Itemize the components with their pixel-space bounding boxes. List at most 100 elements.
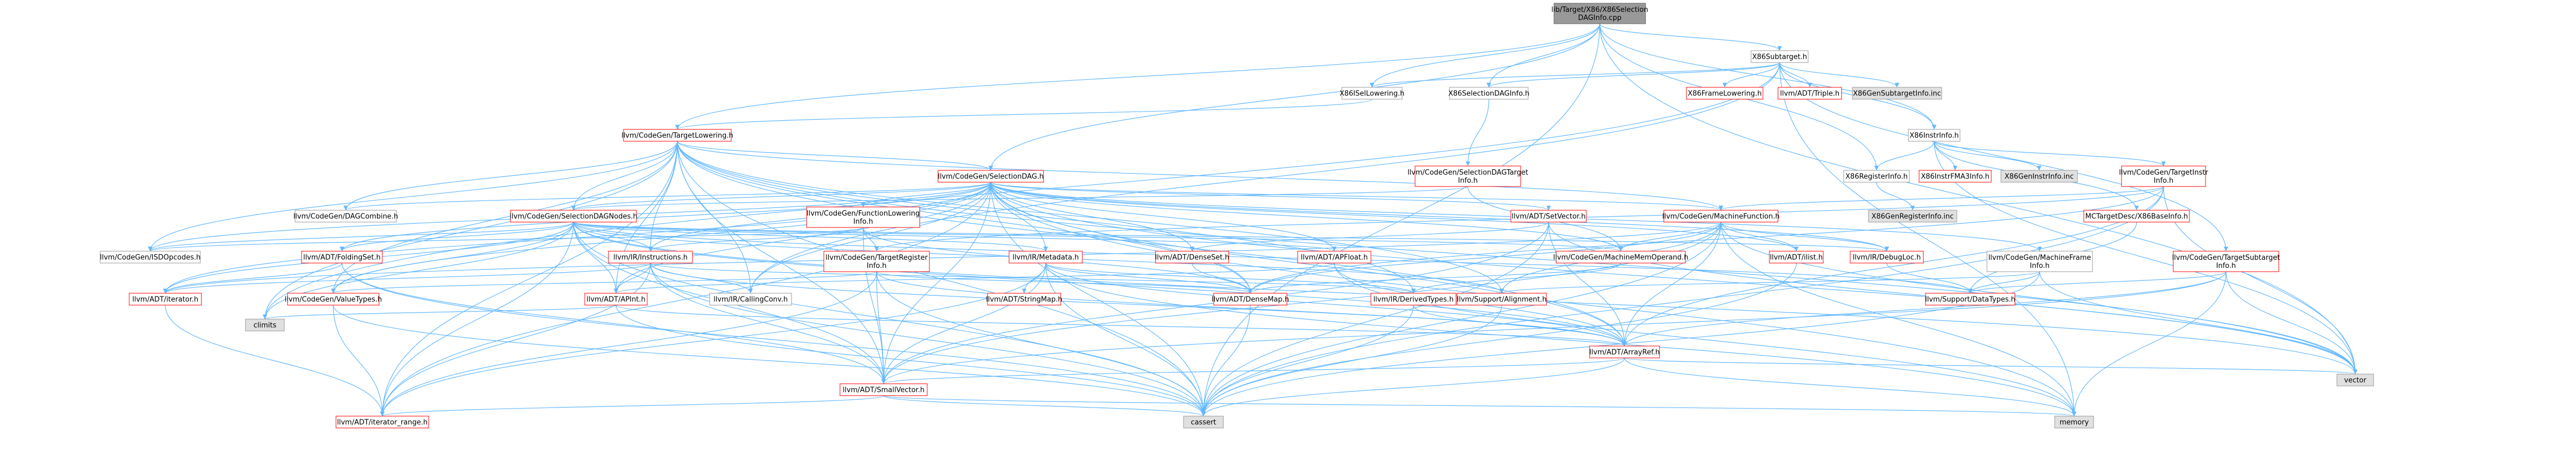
node-SetVector[interactable]: llvm/ADT/SetVector.h xyxy=(1510,210,1587,223)
node-Metadata[interactable]: llvm/IR/Metadata.h xyxy=(1009,251,1083,264)
edge-TargetRegisterInfo-to-ValueTypes xyxy=(331,271,877,294)
node-label-FunctionLowering: llvm/CodeGen/FunctionLowering xyxy=(807,210,920,218)
node-X86Subtarget[interactable]: X86Subtarget.h xyxy=(1751,50,1809,63)
node-TargetLowering[interactable]: llvm/CodeGen/TargetLowering.h xyxy=(621,129,733,142)
node-DebugLoc[interactable]: llvm/IR/DebugLoc.h xyxy=(1850,251,1924,264)
edge-DenseSet-to-DenseMap xyxy=(1192,263,1253,294)
edge-MachineFunction-to-DenseMap xyxy=(1248,222,1721,294)
node-box-SelectionDAGNodes xyxy=(510,210,637,223)
edge-X86Subtarget-to-X86ISelLowering xyxy=(1370,62,1780,88)
edge-TargetLowering-to-Alignment xyxy=(677,141,1504,294)
edge-MachineFrameInfo-to-Alignment xyxy=(1500,271,2040,294)
edge-SelectionDAGNodes-to-APFloat xyxy=(573,222,1336,252)
node-X86ISelLowering[interactable]: X86ISelLowering.h xyxy=(1340,87,1405,100)
node-box-X86GenRegisterInfo xyxy=(1868,210,1957,223)
node-box-root xyxy=(1553,3,1646,24)
node-ISDOpcodes[interactable]: llvm/CodeGen/ISDOpcodes.h xyxy=(100,251,201,264)
node-X86RegisterInfo[interactable]: X86RegisterInfo.h xyxy=(1843,170,1910,183)
edge-FoldingSet-to-iterator xyxy=(163,263,342,294)
node-box-vector xyxy=(2336,374,2374,386)
edge-TargetSubtarget-to-vector xyxy=(2225,271,2358,375)
edge-SelectionDAG-to-FunctionLowering xyxy=(860,182,991,208)
node-box-SelectionDAGTargetInfo xyxy=(1415,165,1521,187)
node-ValueTypes[interactable]: llvm/CodeGen/ValueTypes.h xyxy=(285,293,382,306)
node-ilist[interactable]: llvm/ADT/ilist.h xyxy=(1769,251,1824,264)
node-DenseMap[interactable]: llvm/ADT/DenseMap.h xyxy=(1212,293,1289,306)
node-label-X86FrameLowering: X86FrameLowering.h xyxy=(1688,90,1761,98)
node-FoldingSet[interactable]: llvm/ADT/FoldingSet.h xyxy=(301,251,383,264)
node-box-Metadata xyxy=(1009,251,1083,264)
node-X86SelectionDAGInfo[interactable]: X86SelectionDAGInfo.h xyxy=(1448,87,1530,100)
graph-edges xyxy=(148,23,2358,417)
edge-SmallVector-to-memory xyxy=(883,395,2076,417)
edge-Metadata-to-ArrayRef xyxy=(1045,263,1627,347)
edge-X86InstrInfo-to-TargetInstrInfo xyxy=(1934,141,2166,167)
node-label-ValueTypes: llvm/CodeGen/ValueTypes.h xyxy=(285,296,382,304)
node-Triple[interactable]: llvm/ADT/Triple.h xyxy=(1777,87,1842,100)
edge-SelectionDAGTargetInfo-to-SelectionDAGNodes xyxy=(571,186,1468,211)
node-label-SelectionDAGTargetInfo: llvm/CodeGen/SelectionDAGTarget xyxy=(1408,169,1528,177)
node-iterator_range[interactable]: llvm/ADT/iterator_range.h xyxy=(335,416,429,429)
node-box-DenseMap xyxy=(1213,293,1287,306)
node-APFloat[interactable]: llvm/ADT/APFloat.h xyxy=(1297,251,1371,264)
edge-SetVector-to-DenseSet xyxy=(1190,222,1549,252)
node-label-MCTargetDesc: MCTargetDesc/X86BaseInfo.h xyxy=(2085,213,2188,221)
node-StringMap[interactable]: llvm/ADT/StringMap.h xyxy=(986,293,1062,306)
edge-SetVector-to-cassert xyxy=(1201,222,1549,417)
node-label-X86Subtarget: X86Subtarget.h xyxy=(1752,53,1807,61)
node-X86InstrFMA3Info[interactable]: X86InstrFMA3Info.h xyxy=(1919,170,1992,183)
node-ArrayRef[interactable]: llvm/ADT/ArrayRef.h xyxy=(1589,346,1660,358)
node-SelectionDAGNodes[interactable]: llvm/CodeGen/SelectionDAGNodes.h xyxy=(509,210,638,223)
node-box-X86SelectionDAGInfo xyxy=(1449,87,1529,100)
edge-TargetRegisterInfo-to-iterator_range xyxy=(380,271,877,417)
node-label-SelectionDAG: llvm/CodeGen/SelectionDAG.h xyxy=(938,173,1044,181)
node-APInt[interactable]: llvm/ADT/APInt.h xyxy=(584,293,648,306)
node-Instructions[interactable]: llvm/IR/Instructions.h xyxy=(608,251,693,264)
node-label-TargetSubtarget: Info.h xyxy=(2216,262,2236,270)
node-label-MachineFrameInfo: Info.h xyxy=(2030,262,2050,270)
node-label-iterator_range: llvm/ADT/iterator_range.h xyxy=(337,419,428,427)
node-X86InstrInfo[interactable]: X86InstrInfo.h xyxy=(1908,129,1961,142)
edge-root-to-X86InstrInfo xyxy=(1599,23,1937,130)
node-iterator[interactable]: llvm/ADT/iterator.h xyxy=(129,293,202,306)
node-MachineFunction[interactable]: llvm/CodeGen/MachineFunction.h xyxy=(1662,210,1780,223)
node-label-DebugLoc: llvm/IR/DebugLoc.h xyxy=(1853,254,1921,262)
node-MachineMemOperand[interactable]: llvm/CodeGen/MachineMemOperand.h xyxy=(1553,251,1689,264)
edge-root-to-SelectionDAG xyxy=(988,23,1600,171)
node-DenseSet[interactable]: llvm/ADT/DenseSet.h xyxy=(1155,251,1229,264)
node-SmallVector[interactable]: llvm/ADT/SmallVector.h xyxy=(839,383,928,396)
edge-TargetSubtarget-to-SmallVector xyxy=(881,271,2227,384)
edge-SelectionDAG-to-DAGCombine xyxy=(344,182,991,211)
node-label-APInt: llvm/ADT/APInt.h xyxy=(586,296,645,304)
node-label-TargetSubtarget: llvm/CodeGen/TargetSubtarget xyxy=(2172,254,2280,262)
node-Alignment[interactable]: llvm/Support/Alignment.h xyxy=(1457,293,1547,306)
node-box-FoldingSet xyxy=(301,251,383,264)
edge-APInt-to-climits xyxy=(263,305,617,320)
edge-X86RegisterInfo-to-X86GenRegisterInfo xyxy=(1876,182,1915,211)
node-DataTypes[interactable]: llvm/Support/DataTypes.h xyxy=(1925,293,2015,306)
node-box-X86RegisterInfo xyxy=(1843,170,1910,183)
edge-SmallVector-to-cassert xyxy=(883,395,1206,417)
edge-X86Subtarget-to-TargetSubtarget xyxy=(1779,62,2229,252)
edge-SelectionDAGNodes-to-DataTypes xyxy=(573,222,1972,294)
node-MCTargetDesc[interactable]: MCTargetDesc/X86BaseInfo.h xyxy=(2083,210,2190,223)
node-X86FrameLowering[interactable]: X86FrameLowering.h xyxy=(1686,87,1763,100)
node-label-Triple: llvm/ADT/Triple.h xyxy=(1780,90,1839,98)
edge-iterator-to-iterator_range xyxy=(165,305,385,417)
node-SelectionDAG[interactable]: llvm/CodeGen/SelectionDAG.h xyxy=(937,170,1044,183)
node-box-ArrayRef xyxy=(1589,346,1660,358)
edge-X86Subtarget-to-X86SelectionDAGInfo xyxy=(1486,62,1780,88)
node-DerivedTypes[interactable]: llvm/IR/DerivedTypes.h xyxy=(1370,293,1457,306)
edge-Instructions-to-cassert xyxy=(650,263,1206,417)
node-CallingConv[interactable]: llvm/IR/CallingConv.h xyxy=(709,293,792,306)
node-label-FoldingSet: llvm/ADT/FoldingSet.h xyxy=(303,254,381,262)
node-box-SetVector xyxy=(1510,210,1587,223)
node-DAGCombine[interactable]: llvm/CodeGen/DAGCombine.h xyxy=(293,210,398,223)
